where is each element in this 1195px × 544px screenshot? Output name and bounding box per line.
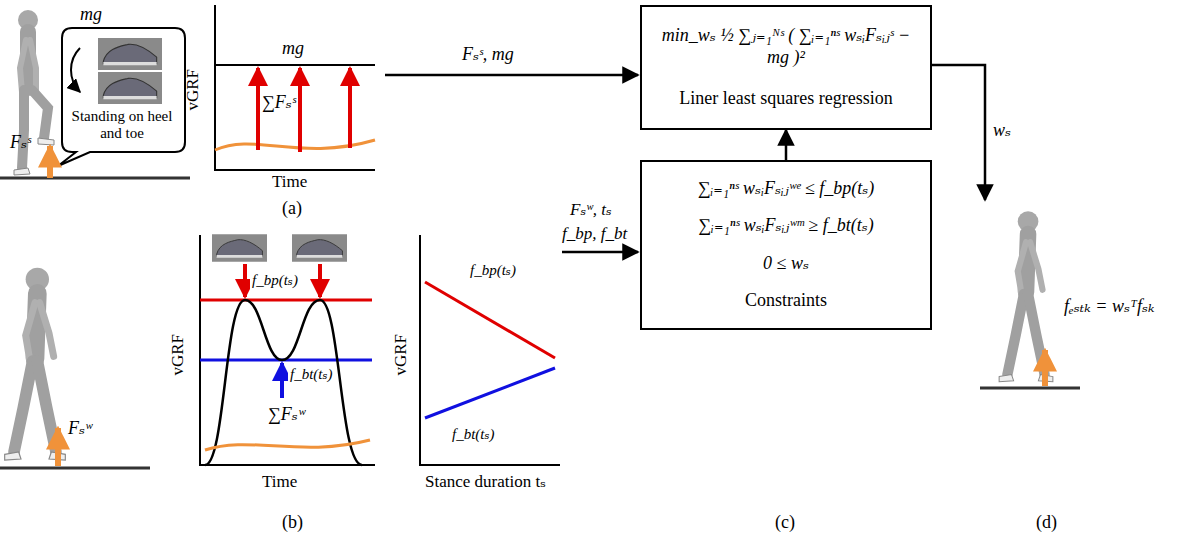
panel-label: (b) [282,512,303,533]
sum-label: ∑Fₛˢ [262,92,296,113]
force-label: Fₛʷ [68,418,92,439]
axis-label: vGRF [183,69,203,111]
threshold-label: f_bt(tₛ) [288,366,335,383]
panel-label: (d) [1036,512,1057,533]
equation-text: 0 ≤ wₛ [763,253,809,275]
arrow-label: Fₛʷ, tₛ [570,200,612,220]
level-label: mg [282,38,304,59]
callout-text: Standing on heel and toe [66,108,178,143]
threshold-label: f_bp(tₛ) [250,272,300,289]
objective-box: min_wₛ ½ ∑ⱼ₌₁ᴺˢ ( ∑ᵢ₌₁ⁿˢ wₛᵢFₛᵢⱼˢ − mg )… [640,5,932,130]
equation-text: ∑ᵢ₌₁ⁿˢ wₛᵢFₛᵢⱼʷᵉ ≤ f_bp(tₛ) [698,178,875,200]
threshold-label: f_bt(tₛ) [452,426,495,443]
equation-label: fₑₛₜₖ = wₛᵀfₛₖ [1064,296,1155,317]
force-label: Fₛˢ [10,132,31,153]
box-caption: Liner least squares regression [679,88,892,110]
box-caption: Constraints [745,290,827,312]
force-label: mg [80,4,102,25]
sum-label: ∑Fₛʷ [268,404,305,425]
arrow-label: wₛ [993,120,1011,141]
panel-label: (a) [282,198,302,219]
equation-text: min_wₛ ½ ∑ⱼ₌₁ᴺˢ ( ∑ᵢ₌₁ⁿˢ wₛᵢFₛᵢⱼˢ − mg )… [652,25,920,68]
constraint-box: ∑ᵢ₌₁ⁿˢ wₛᵢFₛᵢⱼʷᵉ ≤ f_bp(tₛ) ∑ᵢ₌₁ⁿˢ wₛᵢFₛᵢ… [640,160,932,330]
arrow-label: f_bp, f_bt [562,224,627,244]
equation-text: ∑ᵢ₌₁ⁿˢ wₛᵢFₛᵢⱼʷᵐ ≥ f_bt(tₛ) [698,215,873,237]
axis-label: Time [262,472,297,492]
axis-label: Time [272,172,307,192]
flow-arrow [785,130,788,160]
panel-label: (c) [775,512,795,533]
arrow-label: Fₛˢ, mg [462,44,514,65]
axis-label: Stance duration tₛ [425,472,546,492]
axis-label: vGRF [168,334,188,376]
axis-label: vGRF [391,334,411,376]
threshold-label: f_bp(tₛ) [470,262,516,279]
